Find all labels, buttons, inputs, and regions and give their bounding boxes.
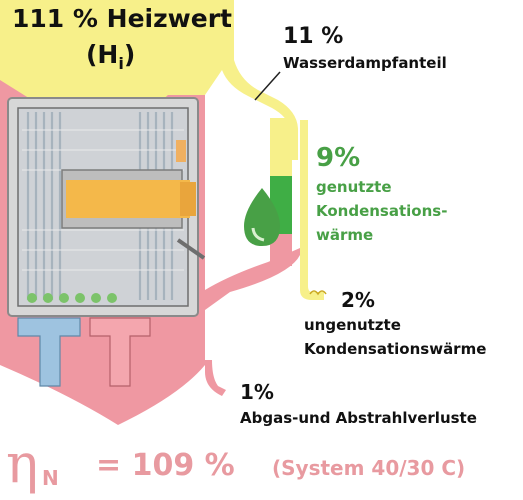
unused-condensation-coil — [309, 290, 327, 296]
burner-rod — [176, 238, 206, 260]
steam-percent: 11 % — [283, 24, 344, 49]
steam-channel — [270, 118, 292, 178]
burner-flame — [66, 180, 190, 218]
condensation-used-label-1: genutzte — [316, 178, 392, 196]
steam-leader-line — [254, 71, 281, 101]
loss-flow-band — [205, 360, 226, 396]
heat-exchanger-ribs — [22, 129, 184, 271]
water-drop-highlight — [251, 227, 265, 242]
condensation-unused-percent: 2% — [341, 288, 375, 312]
losses-percent: 1% — [240, 380, 274, 404]
condensation-used-label-2: Kondensations- — [316, 202, 448, 220]
supply-pipe — [89, 317, 151, 387]
heat-value-symbol: (Hi) — [86, 40, 136, 73]
efficiency-symbol: η — [6, 432, 39, 495]
efficiency-value: = 109 % — [96, 448, 235, 483]
condensation-unused-label-2: Kondensationswärme — [304, 340, 487, 358]
condensate-drops — [27, 293, 117, 303]
losses-label: Abgas-und Abstrahlverluste — [240, 409, 477, 427]
return-pipe — [17, 317, 81, 387]
efficiency-condition: (System 40/30 C) — [272, 456, 466, 480]
burner-tip — [180, 182, 196, 216]
side-element — [176, 140, 186, 162]
heat-channel — [270, 234, 292, 266]
unused-condensation-flow — [292, 120, 324, 300]
efficiency-subscript: N — [42, 466, 59, 490]
heat-value-title: 111 % Heizwert — [12, 4, 232, 33]
condensation-used-percent: 9% — [316, 143, 361, 173]
steam-label: Wasserdampfanteil — [283, 54, 447, 72]
condensation-used-label-3: wärme — [316, 226, 374, 244]
condensation-unused-label-1: ungenutzte — [304, 316, 401, 334]
